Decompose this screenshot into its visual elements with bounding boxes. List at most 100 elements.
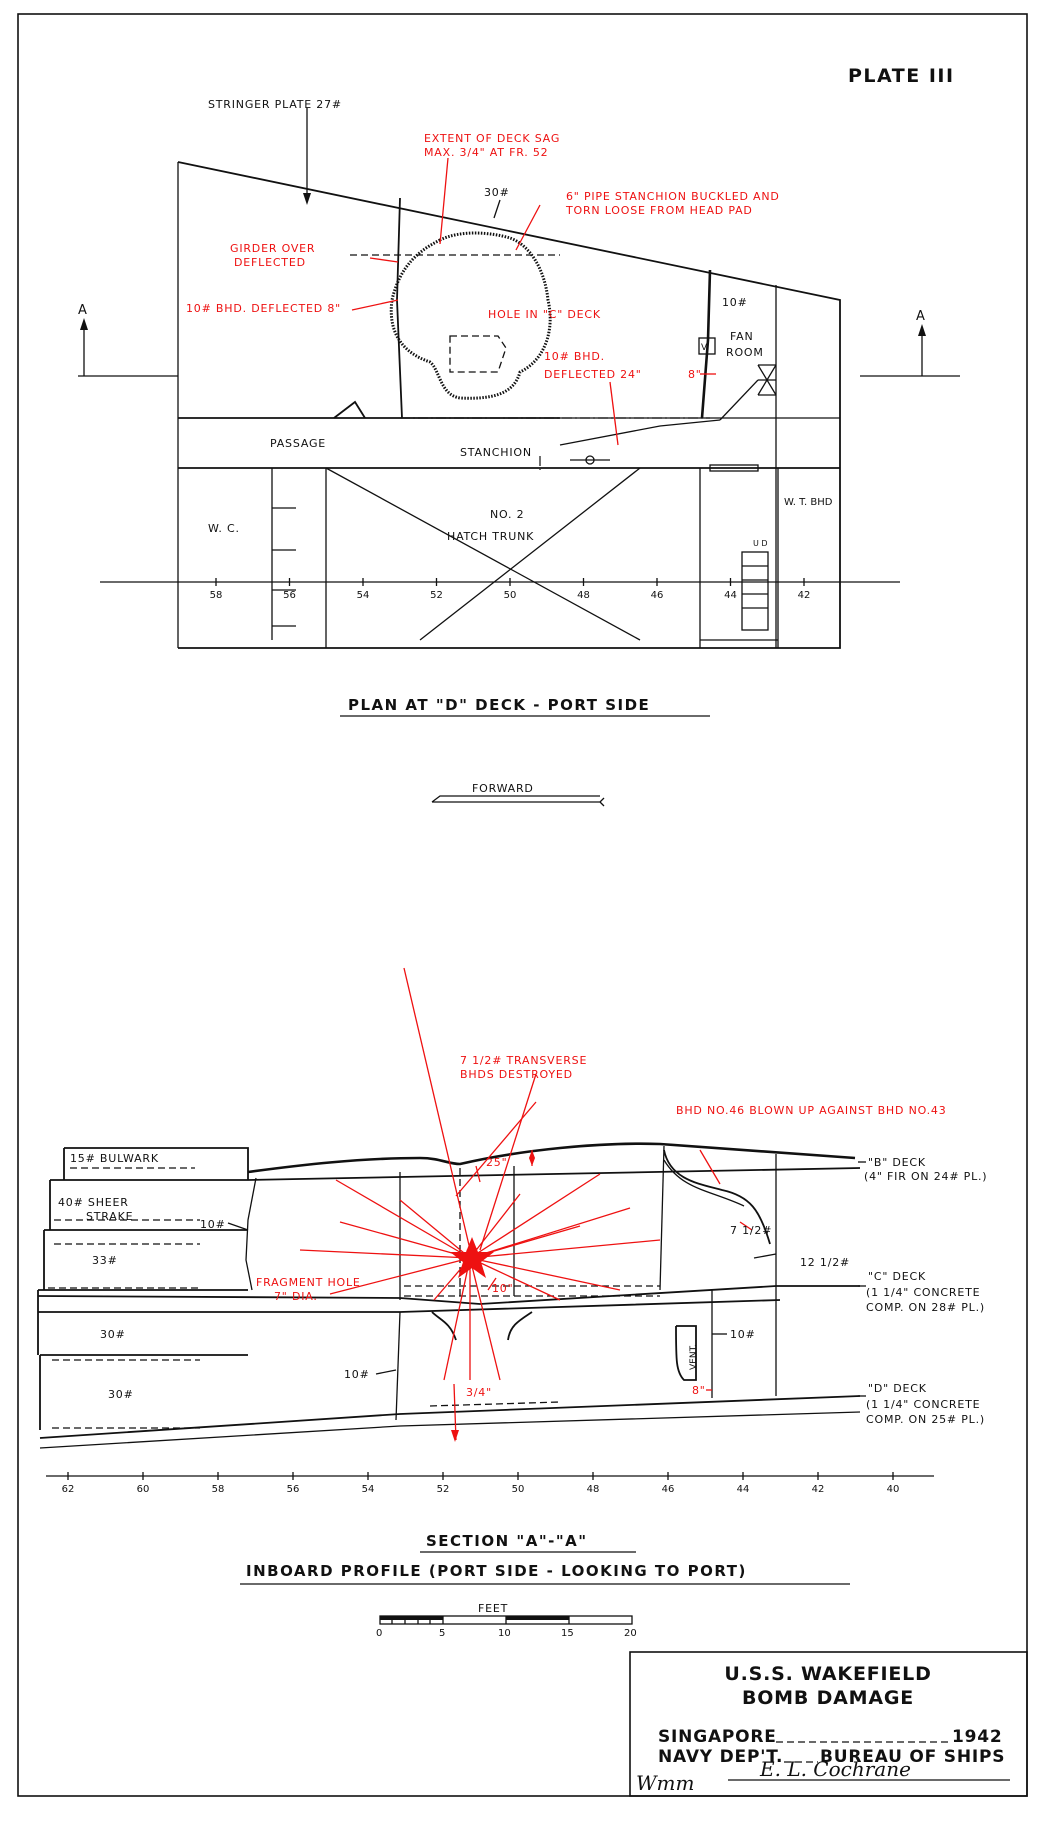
section-frame-label: 52: [437, 1484, 450, 1495]
plan-hull-outline: [177, 161, 841, 649]
sheet-border: [17, 13, 1028, 1797]
scale-label: FEET: [478, 1602, 508, 1615]
label-10a: 10#: [200, 1218, 226, 1231]
explosion-rays: [299, 967, 753, 1441]
plan-frame-label: 46: [651, 590, 664, 601]
section-frame-label: 50: [512, 1484, 525, 1495]
label-d-deck-1: "D" DECK: [868, 1382, 927, 1395]
label-b-deck-1: "B" DECK: [868, 1156, 926, 1169]
label-passage: PASSAGE: [270, 437, 326, 450]
label-33: 33#: [92, 1254, 118, 1267]
scale-tick-20: 20: [624, 1628, 637, 1639]
label-room: ROOM: [726, 346, 764, 359]
label-wtbhd: W. T. BHD: [784, 497, 833, 508]
label-v: V.: [701, 343, 709, 353]
section-frame-label: 54: [362, 1484, 375, 1495]
label-a-left: A: [78, 303, 88, 318]
label-bhd-24a: 10# BHD.: [544, 350, 605, 363]
label-frag-2: 7" DIA.: [274, 1290, 318, 1303]
label-forward: FORWARD: [472, 782, 534, 795]
b-deck-line: [247, 1142, 856, 1174]
label-a-right: A: [916, 309, 926, 324]
section-frame-label: 48: [587, 1484, 600, 1495]
label-hole: HOLE IN "C" DECK: [488, 308, 601, 321]
plate-number: PLATE III: [848, 65, 955, 87]
label-transverse-2: BHDS DESTROYED: [460, 1068, 573, 1081]
label-10c: 10#: [730, 1328, 756, 1341]
title-block: U.S.S. WAKEFIELD BOMB DAMAGE SINGAPORE 1…: [629, 1651, 1028, 1797]
label-c-deck-2: (1 1/4" CONCRETE: [866, 1286, 980, 1299]
label-thirty: 30#: [484, 186, 510, 199]
label-c-deck-3: COMP. ON 28# PL.): [866, 1301, 985, 1314]
label-25in: 25": [486, 1156, 507, 1169]
label-d-deck-3: COMP. ON 25# PL.): [866, 1413, 985, 1426]
plan-frame-label: 52: [430, 590, 443, 601]
plan-frame-label: 58: [210, 590, 223, 601]
label-sag-1: EXTENT OF DECK SAG: [424, 132, 560, 145]
label-bhd46: BHD NO.46 BLOWN UP AGAINST BHD NO.43: [676, 1104, 947, 1117]
section-view: 15# BULWARK 40# SHEER STRAKE 33# 30# 30#…: [37, 967, 987, 1585]
plan-frame-label: 56: [283, 590, 296, 601]
tb-bureau: BUREAU OF SHIPS: [820, 1747, 1005, 1767]
label-frag-1: FRAGMENT HOLE: [256, 1276, 361, 1289]
label-c-deck-1: "C" DECK: [868, 1270, 926, 1283]
label-8in: 8": [692, 1384, 706, 1397]
section-frame-label: 42: [812, 1484, 825, 1495]
label-eight: 8": [688, 368, 702, 381]
tb-ship: U.S.S. WAKEFIELD: [724, 1663, 931, 1685]
label-wc: W. C.: [208, 522, 240, 535]
label-30a: 30#: [100, 1328, 126, 1341]
section-frame-label: 46: [662, 1484, 675, 1495]
bomb-burst-star: [450, 1237, 494, 1278]
section-frame-label: 44: [737, 1484, 750, 1495]
label-ud: U D: [753, 539, 768, 548]
label-stanchion: STANCHION: [460, 446, 532, 459]
scale-tick-15: 15: [561, 1628, 574, 1639]
scale-bar: FEET 0 5 10 15 20: [376, 1602, 637, 1639]
plan-frame-label: 54: [357, 590, 370, 601]
label-sheer-1: 40# SHEER: [58, 1196, 129, 1209]
label-10b: 10#: [344, 1368, 370, 1381]
label-b-deck-2: (4" FIR ON 24# PL.): [864, 1170, 987, 1183]
tb-place: SINGAPORE: [658, 1727, 777, 1747]
label-30b: 30#: [108, 1388, 134, 1401]
c-deck-line: [37, 1285, 860, 1305]
label-sheer-2: STRAKE: [86, 1210, 133, 1223]
scale-tick-0: 0: [376, 1628, 382, 1639]
label-bhd-24b: DEFLECTED 24": [544, 368, 642, 381]
section-frame-label: 58: [212, 1484, 225, 1495]
label-bulwark: 15# BULWARK: [70, 1152, 159, 1165]
label-stringer: STRINGER PLATE 27#: [208, 98, 342, 111]
section-frame-label: 62: [62, 1484, 75, 1495]
forward-arrow: FORWARD: [431, 782, 605, 807]
label-fan: FAN: [730, 330, 753, 343]
plan-title: PLAN AT "D" DECK - PORT SIDE: [348, 696, 650, 714]
label-girder-1: GIRDER OVER: [230, 242, 315, 255]
d-deck-line: [39, 1395, 861, 1439]
label-bhd-8: 10# BHD. DEFLECTED 8": [186, 302, 341, 315]
tb-year: 1942: [952, 1727, 1003, 1747]
label-12half: 12 1/2#: [800, 1256, 850, 1269]
label-hatch-trunk: HATCH TRUNK: [447, 530, 534, 543]
label-pipe-1: 6" PIPE STANCHION BUCKLED AND: [566, 190, 780, 203]
tb-navy: NAVY DEP'T.: [658, 1747, 783, 1767]
section-frame-label: 40: [887, 1484, 900, 1495]
tb-signature: E. L. Cochrane: [759, 1757, 911, 1781]
label-10in: 10": [492, 1282, 513, 1295]
plan-frame-label: 50: [504, 590, 517, 601]
tb-initials: Wmm: [636, 1771, 695, 1795]
label-7half: 7 1/2#: [730, 1224, 772, 1237]
plan-frame-label: 42: [798, 590, 811, 601]
label-d-deck-2: (1 1/4" CONCRETE: [866, 1398, 980, 1411]
section-title-1: SECTION "A"-"A": [426, 1532, 588, 1550]
label-hatch-no: NO. 2: [490, 508, 524, 521]
label-ten: 10#: [722, 296, 748, 309]
tb-damage: BOMB DAMAGE: [742, 1687, 914, 1709]
section-frame-label: 56: [287, 1484, 300, 1495]
label-sag-2: MAX. 3/4" AT FR. 52: [424, 146, 548, 159]
section-title-2: INBOARD PROFILE (PORT SIDE - LOOKING TO …: [246, 1562, 747, 1580]
scale-tick-10: 10: [498, 1628, 511, 1639]
